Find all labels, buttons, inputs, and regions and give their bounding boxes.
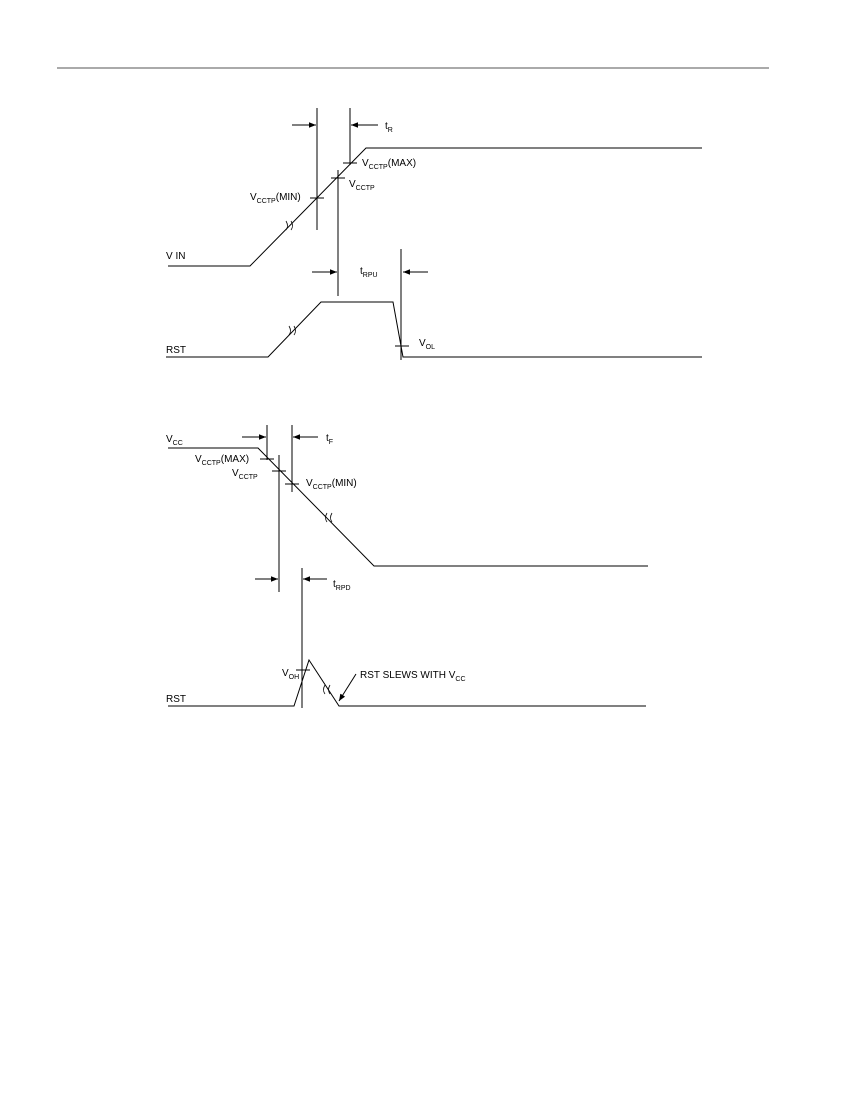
label-tf: tF xyxy=(326,433,333,446)
powerdown-diagram: VCC tF VCCTP(MAX) VCCTP VCCTP(MIN) tRPD … xyxy=(166,425,648,708)
label-vcc: VCC xyxy=(166,434,183,447)
vcc-waveform xyxy=(168,447,648,567)
label-voh: VOH xyxy=(282,668,299,681)
label-vcc-vcctp-min: VCCTP(MIN) xyxy=(306,478,357,491)
label-vcctp-max: VCCTP(MAX) xyxy=(362,158,416,171)
vin-waveform xyxy=(168,147,702,267)
label-vcctp: VCCTP xyxy=(349,179,375,192)
label-vol: VOL xyxy=(419,338,435,351)
label-rst-slews: RST SLEWS WITH VCC xyxy=(360,670,466,683)
rst-powerdown-break-mark xyxy=(323,684,331,695)
rst-powerup-break-mark xyxy=(288,325,296,336)
rst-powerup-waveform xyxy=(166,301,702,358)
vin-break-mark xyxy=(285,220,293,231)
label-trpu: tRPU xyxy=(360,266,378,279)
label-vcctp-min: VCCTP(MIN) xyxy=(250,192,301,205)
powerup-diagram: tR VCCTP(MAX) VCCTP VCCTP(MIN) V IN tRPU… xyxy=(166,108,702,360)
label-trpd: tRPD xyxy=(333,579,351,592)
label-tr: tR xyxy=(385,121,393,134)
vcc-break-mark xyxy=(325,512,333,523)
label-rst-powerup: RST xyxy=(166,345,186,356)
label-vcc-vcctp-max: VCCTP(MAX) xyxy=(195,454,249,467)
label-rst-powerdown: RST xyxy=(166,694,186,705)
label-vin: V IN xyxy=(166,251,185,262)
label-vcc-vcctp: VCCTP xyxy=(232,468,258,481)
rst-slews-pointer xyxy=(338,673,357,702)
rst-powerdown-waveform xyxy=(168,658,646,707)
